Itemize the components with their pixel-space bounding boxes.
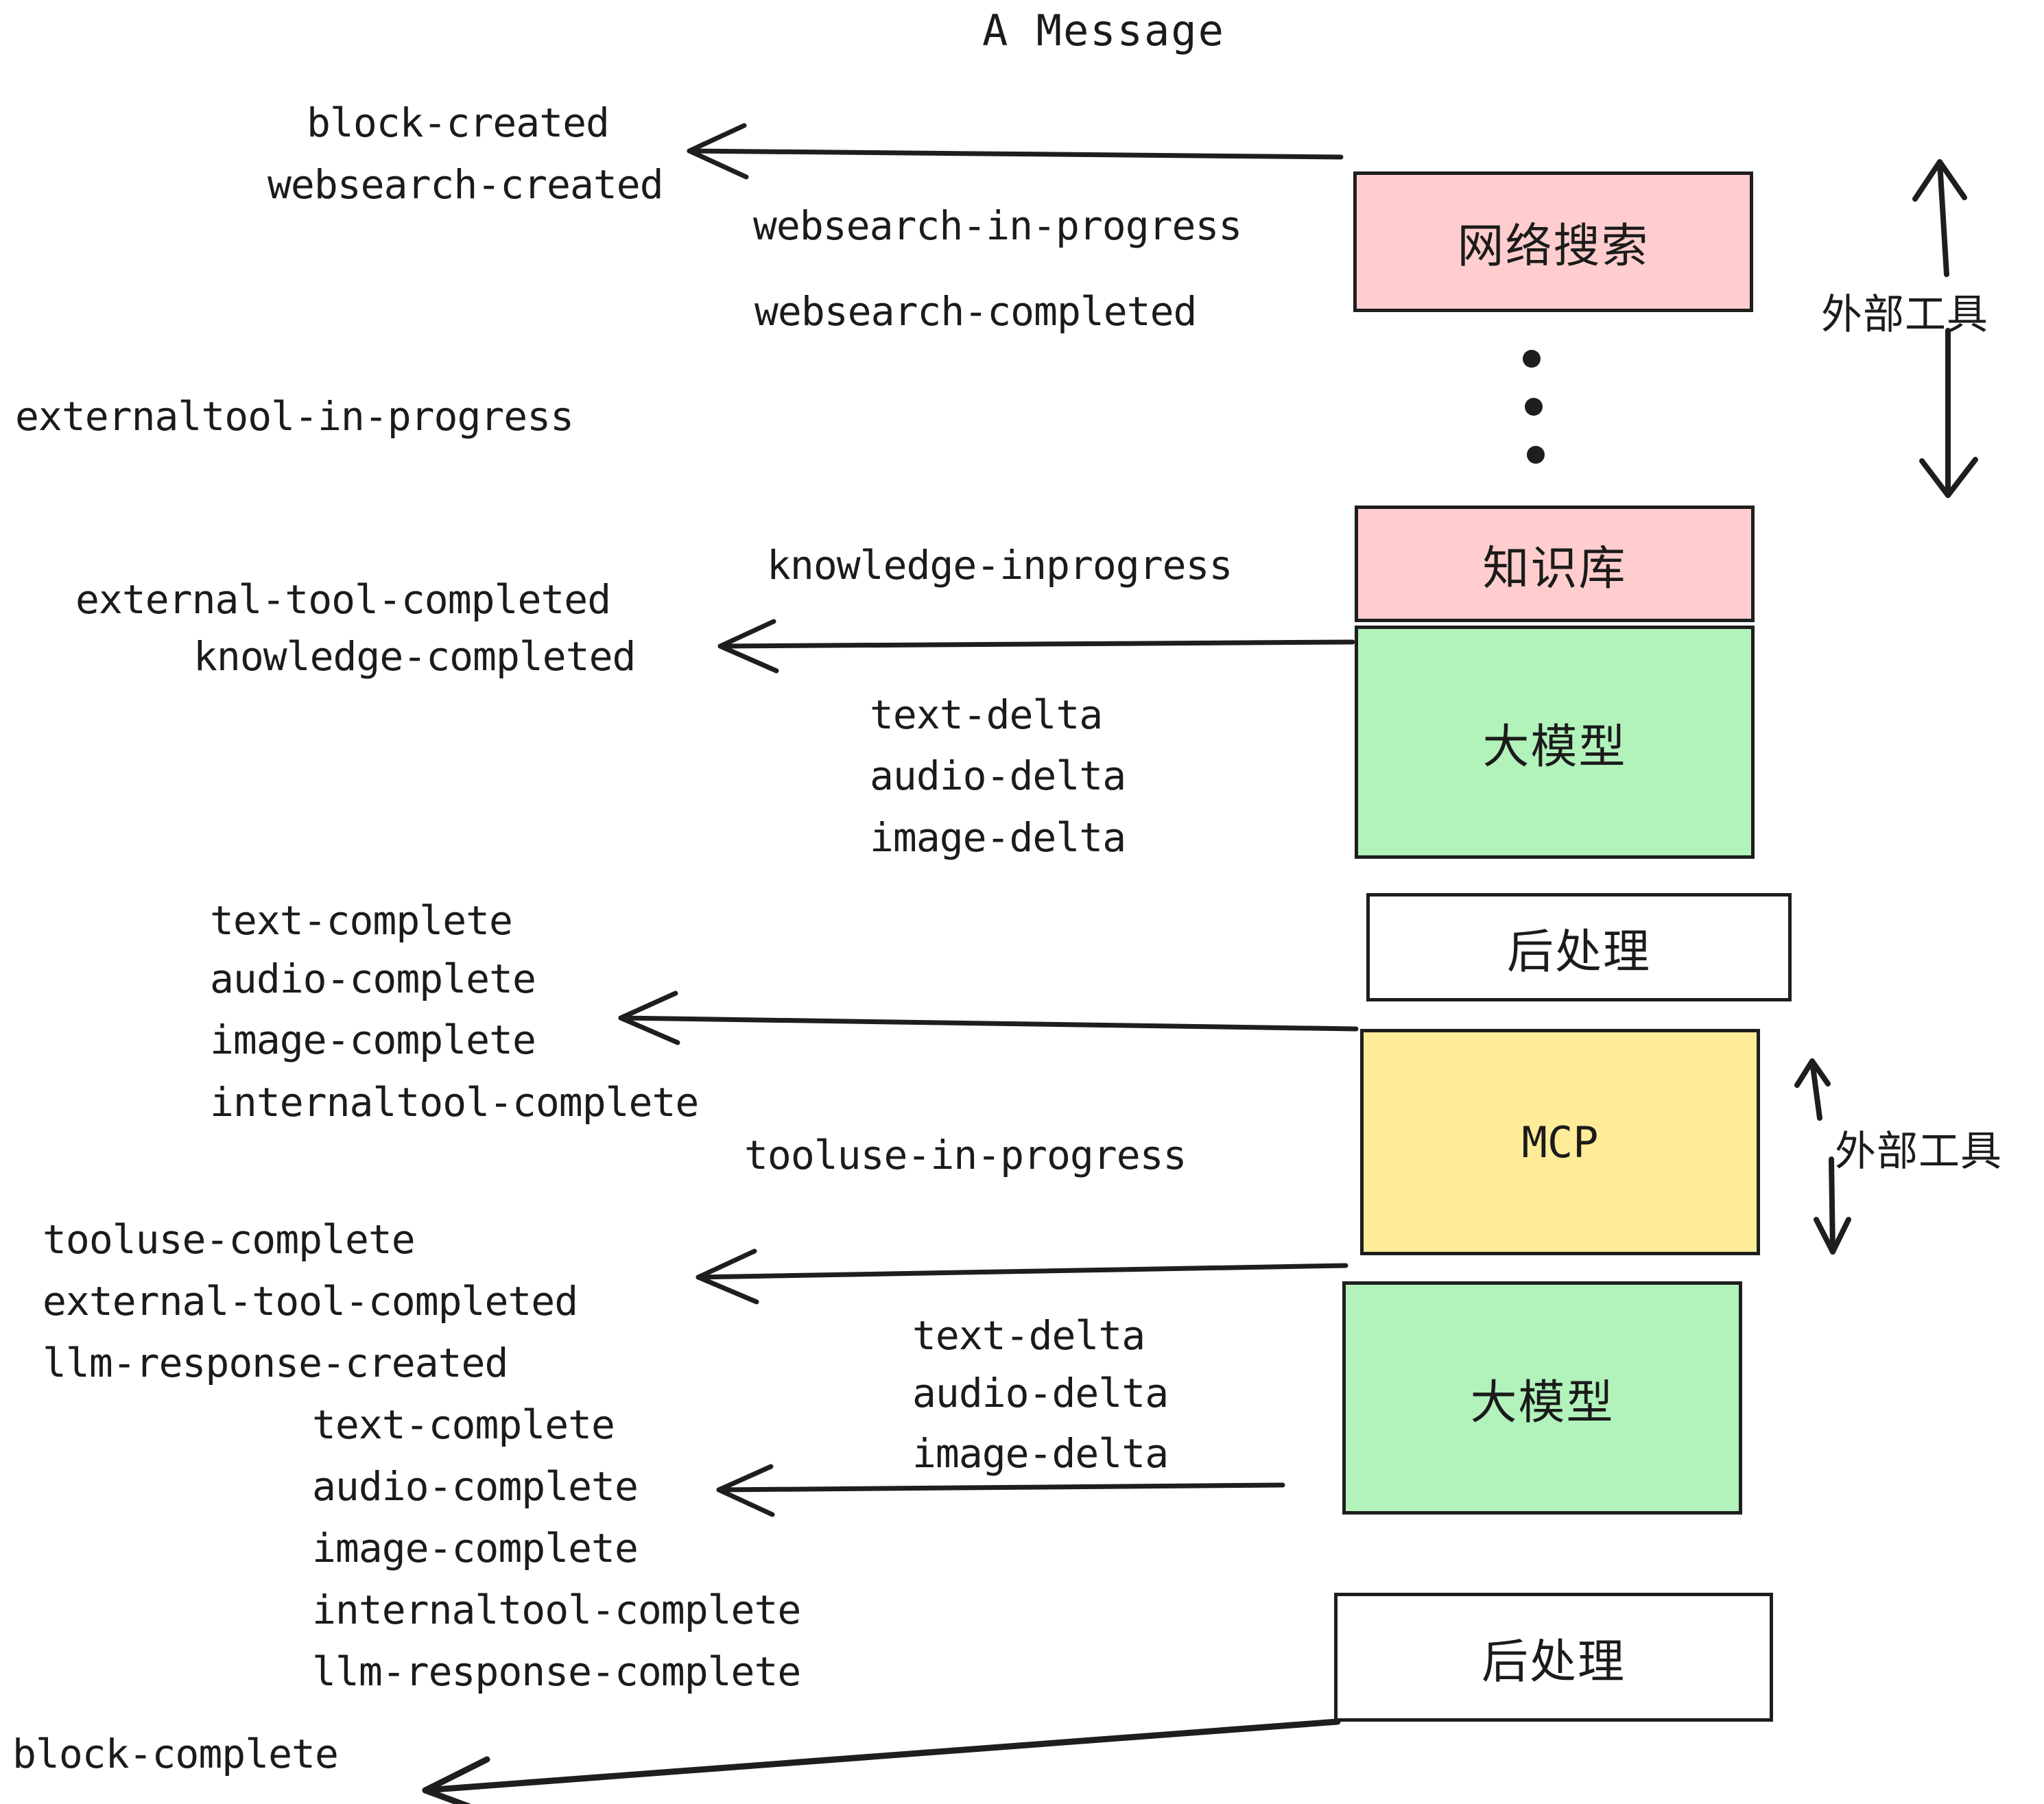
event-block-created: block-created (307, 99, 610, 146)
event-audio-delta-2: audio-delta (912, 1370, 1169, 1416)
node-postprocess-second[interactable]: 后处理 (1334, 1593, 1773, 1722)
side-label-external-tool-1: 外部工具 (1821, 291, 1988, 339)
arrow-postprocess-to-image-complete (618, 990, 1359, 1045)
event-external-tool-completed-2: external-tool-completed (43, 1278, 578, 1325)
event-image-delta-1: image-delta (870, 814, 1126, 861)
event-audio-complete-2: audio-complete (312, 1463, 639, 1510)
node-websearch[interactable]: 网络搜索 (1353, 171, 1753, 312)
ellipsis-dot-1 (1523, 350, 1541, 368)
event-audio-delta-1: audio-delta (870, 752, 1126, 799)
event-image-complete-1: image-complete (210, 1017, 536, 1063)
range-arrow-external-tool-1-down (1919, 328, 1978, 498)
event-image-delta-2: image-delta (912, 1430, 1169, 1477)
node-postprocess-second-label: 后处理 (1481, 1635, 1626, 1689)
event-knowledge-completed: knowledge-completed (193, 633, 636, 680)
node-knowledge-base-label: 知识库 (1482, 541, 1627, 596)
side-label-external-tool-2: 外部工具 (1835, 1128, 2002, 1176)
node-llm-second-label: 大模型 (1470, 1375, 1615, 1430)
arrow-mcp-to-tooluse-complete (696, 1248, 1348, 1305)
event-websearch-created: websearch-created (268, 161, 664, 208)
event-internaltool-complete-1: internaltool-complete (210, 1079, 699, 1126)
ellipsis-dot-2 (1525, 398, 1543, 416)
node-llm-second[interactable]: 大模型 (1342, 1281, 1742, 1515)
event-external-tool-completed-1: external-tool-completed (75, 576, 611, 623)
arrow-postprocess-to-block-complete (422, 1718, 1341, 1804)
event-text-delta-2: text-delta (912, 1312, 1145, 1359)
event-block-complete: block-complete (12, 1731, 339, 1777)
event-tooluse-in-progress: tooluse-in-progress (744, 1132, 1187, 1178)
node-knowledge-base[interactable]: 知识库 (1355, 506, 1755, 622)
event-text-complete-2: text-complete (312, 1401, 615, 1448)
event-websearch-completed: websearch-completed (754, 288, 1197, 335)
event-llm-response-created: llm-response-created (43, 1340, 508, 1386)
node-mcp-label: MCP (1521, 1117, 1599, 1167)
arrow-websearch-to-created (687, 123, 1344, 180)
event-knowledge-inprogress: knowledge-inprogress (767, 542, 1233, 589)
range-arrow-external-tool-1-up (1912, 159, 1967, 277)
arrow-knowledge-to-completed (717, 619, 1355, 674)
event-tooluse-complete: tooluse-complete (43, 1216, 416, 1263)
event-audio-complete-1: audio-complete (210, 956, 536, 1002)
page-title: A Message (982, 5, 1225, 56)
node-websearch-label: 网络搜索 (1457, 219, 1650, 274)
node-postprocess-first-label: 后处理 (1506, 925, 1651, 980)
ellipsis-dot-3 (1527, 446, 1545, 464)
node-llm-first-label: 大模型 (1482, 720, 1627, 774)
range-arrow-external-tool-2-up (1794, 1058, 1831, 1121)
event-llm-response-complete: llm-response-complete (312, 1648, 801, 1695)
event-websearch-in-progress: websearch-in-progress (753, 202, 1242, 249)
event-image-complete-2: image-complete (312, 1525, 639, 1571)
node-postprocess-first[interactable]: 后处理 (1366, 893, 1792, 1001)
node-llm-first[interactable]: 大模型 (1355, 626, 1755, 859)
event-externaltool-in-progress: externaltool-in-progress (15, 393, 574, 440)
event-text-delta-1: text-delta (870, 691, 1103, 738)
node-mcp[interactable]: MCP (1360, 1029, 1760, 1255)
event-text-complete-1: text-complete (210, 897, 513, 944)
event-internaltool-complete-2: internaltool-complete (312, 1587, 801, 1633)
